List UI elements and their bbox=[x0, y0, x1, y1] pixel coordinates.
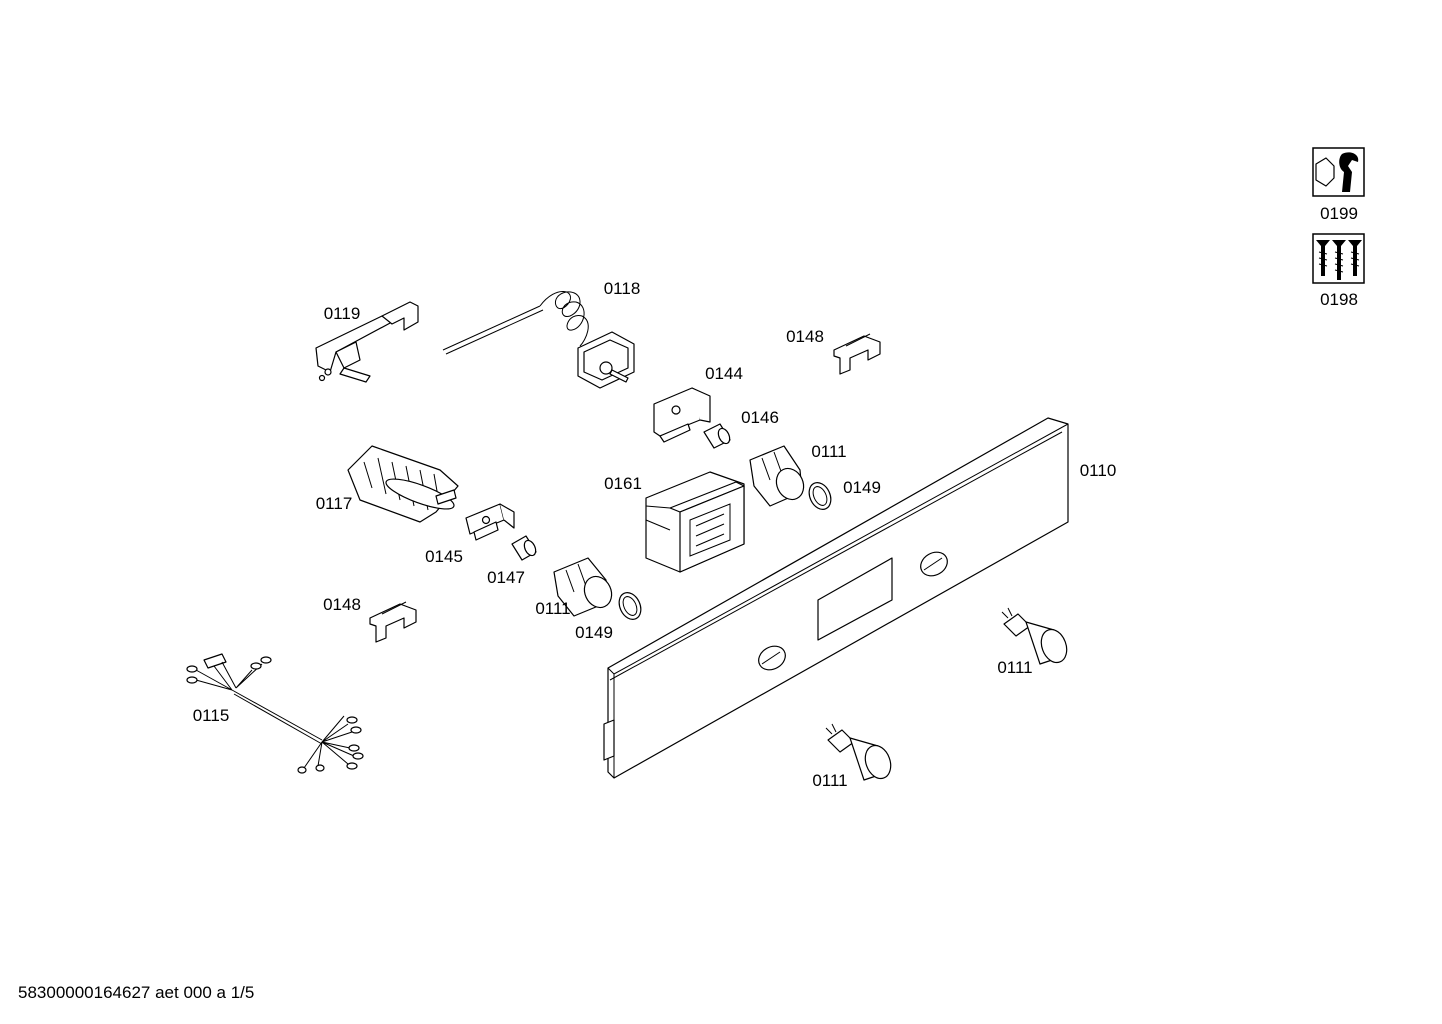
part-0147-lamp bbox=[511, 535, 537, 561]
label-0110: 0110 bbox=[1080, 461, 1117, 480]
label-0111-right: 0111 bbox=[997, 658, 1032, 677]
part-0148-clip-upper bbox=[833, 333, 881, 375]
label-0148-lower: 0148 bbox=[323, 595, 361, 614]
label-0111-lower: 0111 bbox=[535, 599, 570, 618]
part-0117-selector-switch bbox=[347, 445, 459, 523]
part-0110-control-panel bbox=[603, 417, 1069, 779]
part-0115-wiring-harness bbox=[186, 653, 364, 774]
part-0119-bracket bbox=[315, 301, 419, 383]
label-0149-upper: 0149 bbox=[843, 478, 881, 497]
part-0144-bracket bbox=[653, 387, 711, 443]
tools-icon bbox=[1312, 147, 1365, 197]
part-0161-electronic-module bbox=[645, 471, 745, 573]
label-0146: 0146 bbox=[741, 408, 779, 427]
part-0146-lamp bbox=[703, 423, 731, 449]
label-0111-bottom: 0111 bbox=[812, 771, 847, 790]
part-0111-knob-assembly-upper bbox=[749, 445, 832, 510]
part-0111-knob-right bbox=[1001, 607, 1068, 665]
part-0111-knob-assembly-lower bbox=[553, 557, 642, 620]
label-0144: 0144 bbox=[705, 364, 743, 383]
label-0161: 0161 bbox=[604, 474, 642, 493]
label-0199: 0199 bbox=[1320, 204, 1358, 223]
part-0118-thermostat bbox=[442, 291, 635, 389]
drawing-footer: 58300000164627 aet 000 a 1/5 bbox=[18, 983, 254, 1002]
label-0119: 0119 bbox=[324, 304, 361, 323]
label-0115: 0115 bbox=[193, 706, 230, 725]
label-0148-upper: 0148 bbox=[786, 327, 824, 346]
label-0117: 0117 bbox=[316, 494, 353, 513]
screws-icon bbox=[1312, 233, 1365, 284]
label-0198: 0198 bbox=[1320, 290, 1358, 309]
label-0111-upper: 0111 bbox=[811, 442, 846, 461]
part-0145-bracket bbox=[465, 503, 515, 541]
label-0147: 0147 bbox=[487, 568, 525, 587]
label-0118: 0118 bbox=[604, 279, 641, 298]
part-0111-knob-bottom bbox=[825, 723, 892, 781]
part-0148-clip-lower bbox=[369, 601, 417, 643]
label-0149-lower: 0149 bbox=[575, 623, 613, 642]
label-0145: 0145 bbox=[425, 547, 463, 566]
